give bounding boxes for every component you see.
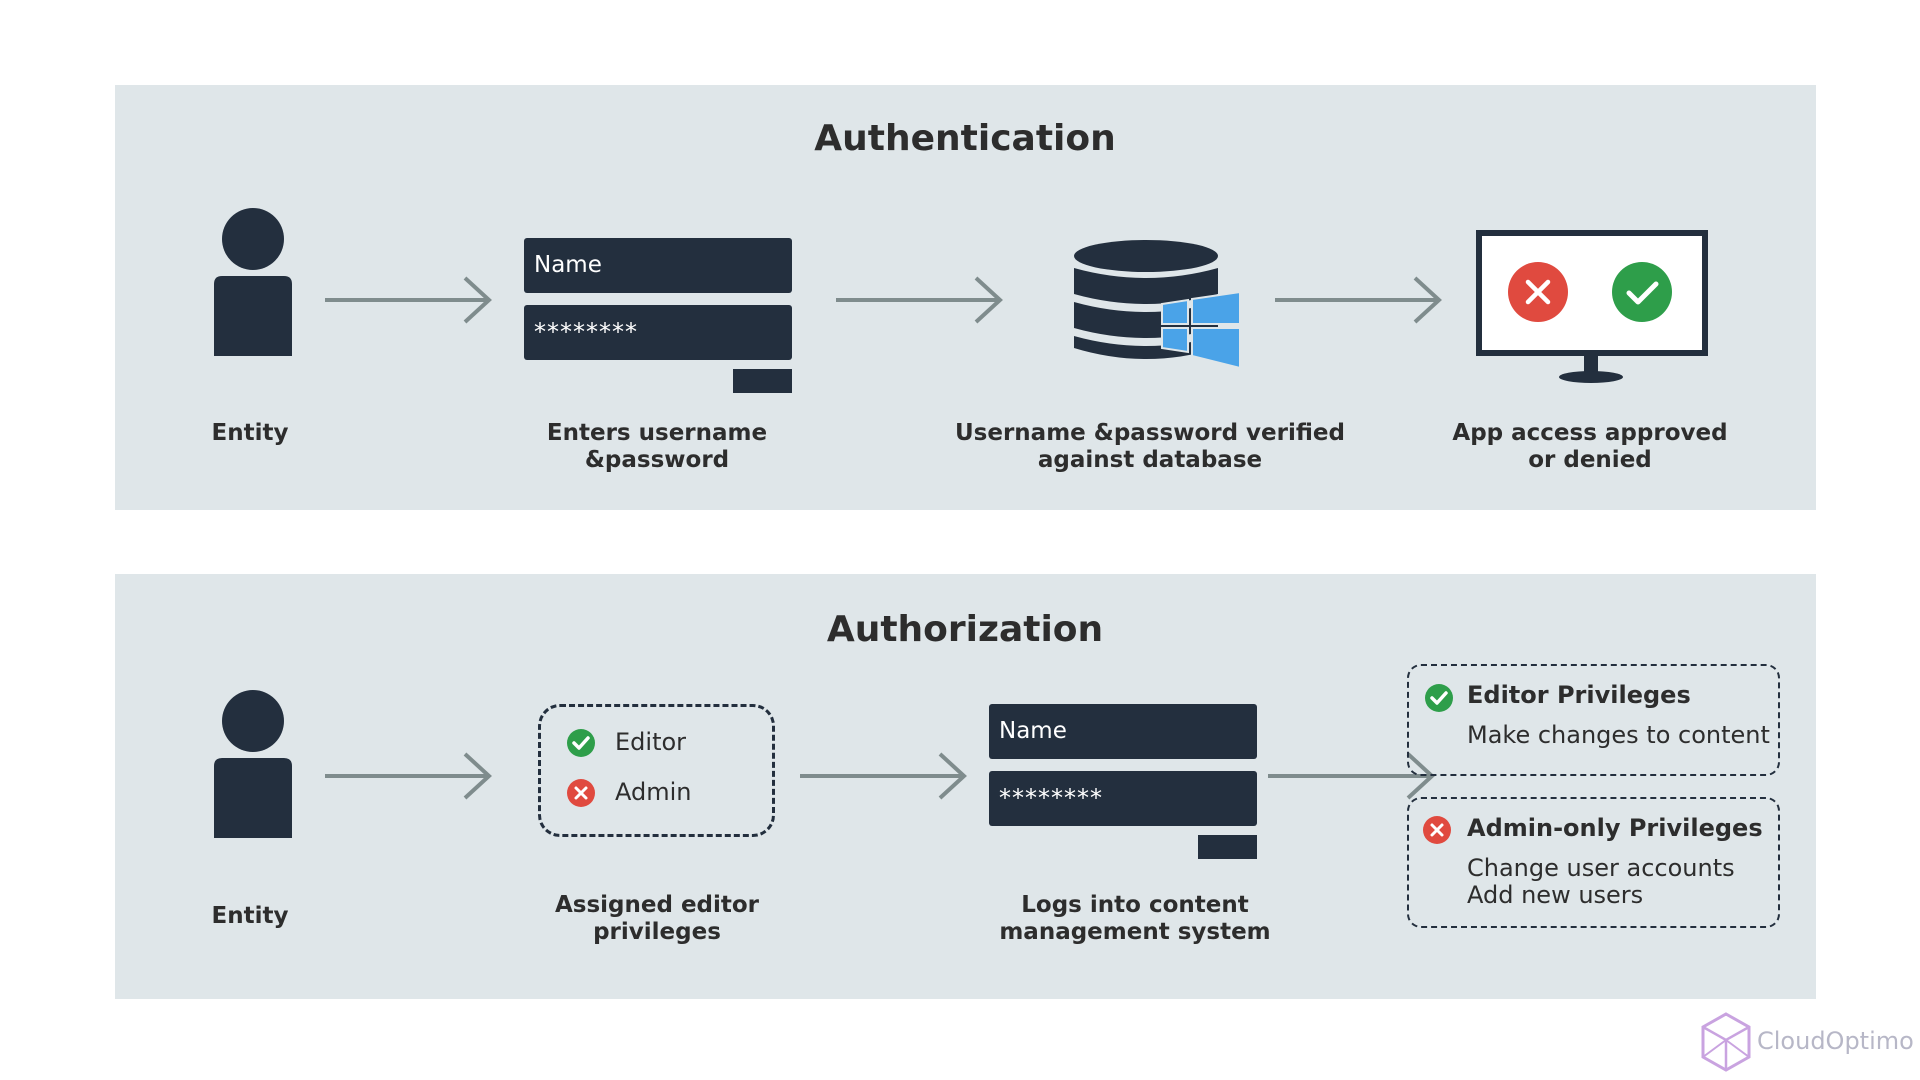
submit-button[interactable] [1198,835,1257,859]
editor-privileges-title: Editor Privileges [1467,681,1691,709]
form-caption-line1: Enters username [546,420,768,446]
denied-icon [1508,262,1568,322]
arrow-right-icon [1268,752,1435,800]
cross-icon [1423,816,1451,844]
database-caption-line2: against database [1037,447,1263,473]
authentication-title: Authentication [814,118,1116,159]
monitor-icon [1476,230,1708,383]
roles-caption-line1: Assigned editor [554,892,760,918]
admin-privileges-title: Admin-only Privileges [1467,814,1763,842]
database-caption-line1: Username &password verified [955,420,1345,446]
arrow-right-icon [1275,276,1442,324]
roles-caption-line2: privileges [593,919,721,945]
entity-caption: Entity [211,420,289,446]
arrow-right-icon [325,276,492,324]
cross-icon [567,779,595,807]
result-caption-line2: or denied [1528,447,1652,473]
form-caption-line2: &password [584,447,730,473]
arrow-right-icon [325,752,492,800]
admin-privileges-desc-2: Add new users [1467,881,1644,909]
role-admin-label: Admin [615,778,692,806]
form-caption: Enters username &password [507,420,807,474]
role-editor-label: Editor [615,728,687,756]
arrow-right-icon [836,276,1003,324]
password-field[interactable]: ******** [989,771,1257,826]
approved-icon [1612,262,1672,322]
entity-caption: Entity [211,903,289,929]
roles-box [538,704,775,837]
admin-privileges-box [1407,797,1780,928]
brand-name: CloudOptimo [1757,1027,1914,1055]
password-field[interactable]: ******** [524,305,792,360]
editor-privileges-box [1407,664,1780,776]
cloudoptimo-logo-icon [1701,1012,1751,1072]
user-icon [214,208,292,356]
admin-privileges-desc-1: Change user accounts [1467,854,1735,882]
username-field[interactable]: Name [524,238,792,293]
submit-button[interactable] [733,369,792,393]
username-field[interactable]: Name [989,704,1257,759]
cms-caption-line2: management system [999,919,1271,945]
cms-caption: Logs into content management system [970,892,1300,946]
result-caption: App access approved or denied [1420,420,1760,474]
check-icon [1425,684,1453,712]
database-caption: Username &password verified against data… [930,420,1370,474]
windows-logo-icon [1161,290,1241,370]
authorization-title: Authorization [826,609,1104,650]
cms-caption-line1: Logs into content [1021,892,1249,918]
roles-caption: Assigned editor privileges [507,892,807,946]
result-caption-line1: App access approved [1452,420,1728,446]
editor-privileges-desc: Make changes to content [1467,721,1770,749]
check-icon [567,729,595,757]
authorization-panel [115,574,1816,999]
database-icon [1074,240,1241,370]
arrow-right-icon [800,752,967,800]
user-icon [214,690,292,838]
